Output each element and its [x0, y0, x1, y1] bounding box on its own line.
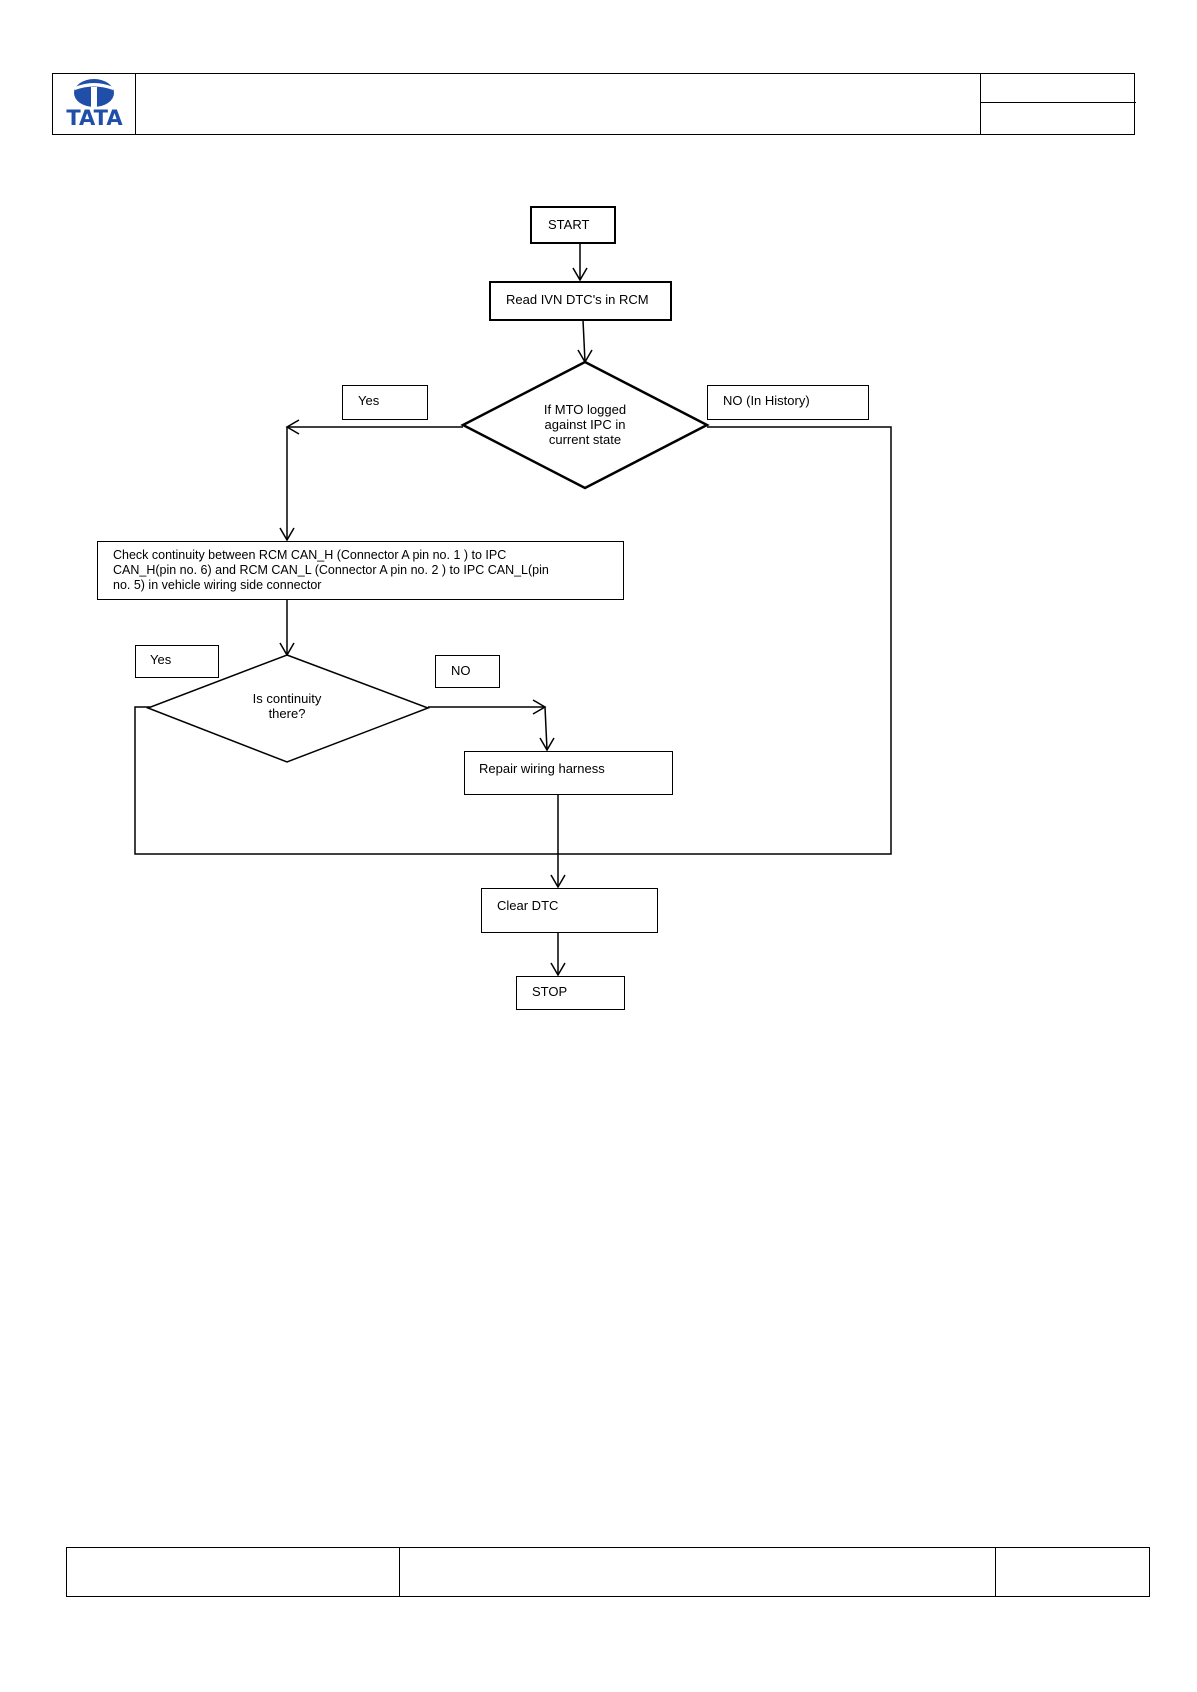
decision1-diamond: [460, 360, 710, 490]
connector-no-down: [544, 706, 548, 751]
logo-text: TATA: [66, 106, 123, 130]
clear-dtc-box: Clear DTC: [481, 888, 658, 933]
header-title-cell: [136, 74, 981, 134]
arrowhead: [572, 267, 588, 282]
start-box: START: [530, 206, 616, 244]
read-dtc-box: Read IVN DTC's in RCM: [489, 281, 672, 321]
yes-label-2: Yes: [135, 645, 219, 678]
repair-box: Repair wiring harness: [464, 751, 673, 795]
decision2-text: Is continuity there?: [252, 691, 322, 721]
decision1-text: If MTO logged against IPC in current sta…: [543, 402, 627, 447]
no-history-label: NO (In History): [707, 385, 869, 420]
arrowhead: [539, 737, 555, 752]
document-footer: [66, 1547, 1150, 1597]
arrowhead: [279, 527, 295, 542]
stop-box: STOP: [516, 976, 625, 1010]
tata-logo-icon: [74, 79, 114, 107]
footer-left-cell: [67, 1548, 400, 1596]
footer-middle-cell: [400, 1548, 996, 1596]
connector-decision1-no: [134, 426, 892, 855]
document-header: TATA: [52, 73, 1136, 135]
no-label-2: NO: [435, 655, 500, 688]
logo-cell: TATA: [53, 74, 136, 134]
check-continuity-box: Check continuity between RCM CAN_H (Conn…: [97, 541, 624, 600]
yes-label-1: Yes: [342, 385, 428, 420]
header-doc-number-cell: [981, 74, 1136, 103]
footer-page-cell: [996, 1548, 1151, 1596]
arrowhead: [550, 962, 566, 977]
arrowhead: [550, 874, 566, 889]
connector-read-decision1: [582, 319, 586, 363]
decision2-diamond: [145, 654, 431, 763]
